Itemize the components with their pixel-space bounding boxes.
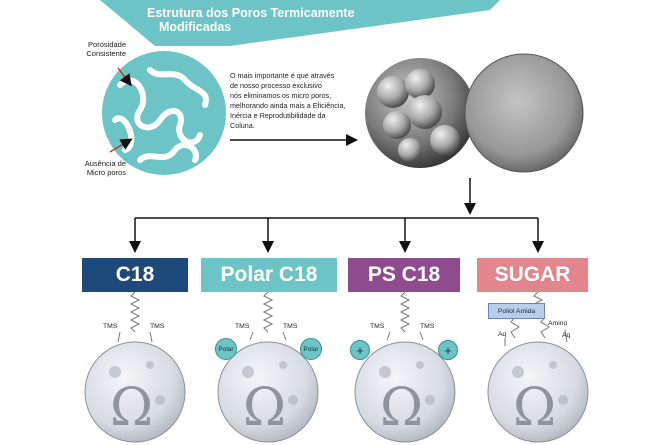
poliol-amida-box: Poliol Amida: [488, 303, 545, 319]
sem-surface-image: [464, 53, 584, 173]
omega-icon: Ω: [380, 378, 424, 438]
tag-tms: TMS: [283, 323, 298, 330]
label-ps-c18: PS C18: [348, 258, 460, 292]
description-line: Coluna.: [230, 121, 255, 130]
tag-tms: TMS: [103, 323, 118, 330]
label-polar-c18: Polar C18: [201, 258, 337, 292]
title-banner: [100, 0, 500, 46]
tag-amino: Amino: [548, 320, 568, 327]
pore-structure-illustration: [102, 51, 226, 175]
pore-label-top-line-2: Consistente: [86, 49, 126, 58]
description-line: melhorando ainda mais a Eficiência,: [230, 101, 346, 110]
polar-badge: Polar: [215, 338, 237, 360]
tag-tms: TMS: [370, 323, 385, 330]
omega-icon: Ω: [513, 378, 557, 438]
description-line: nós eliminamos os micro poros,: [230, 91, 332, 100]
description-text: O mais importante é que através de nosso…: [230, 71, 365, 131]
tag-aq: Aq: [562, 332, 571, 339]
banner-title-line-1: Estrutura dos Poros Termicamente: [147, 6, 355, 20]
particle-moons: [84, 341, 589, 443]
label-sugar: SUGAR: [477, 258, 588, 292]
pore-label-bottom: Ausência de Micro poros: [60, 159, 126, 177]
pore-label-bottom-line-1: Ausência de: [84, 159, 126, 168]
tag-tms: TMS: [150, 323, 165, 330]
tag-aq: Aq: [498, 331, 507, 338]
sem-beads-image: [365, 58, 475, 168]
label-c18: C18: [82, 258, 188, 292]
tag-tms: TMS: [420, 323, 435, 330]
pore-label-top: Porosidade Consistente: [70, 40, 126, 58]
banner-title-line-2: Modificadas: [159, 20, 232, 34]
banner-title: Estrutura dos Poros Termicamente Modific…: [147, 6, 354, 34]
description-line: de nosso processo exclusivo: [230, 81, 322, 90]
polar-badge: Polar: [300, 338, 322, 360]
pore-label-top-line-1: Porosidade: [88, 40, 126, 49]
distribution-connector: [129, 217, 544, 253]
pore-label-bottom-line-2: Micro poros: [86, 168, 126, 177]
plus-charge-icon: +: [350, 340, 370, 360]
omega-icon: Ω: [243, 378, 287, 438]
description-line: Inércia e Reprodutibilidade da: [230, 111, 326, 120]
description-line: O mais importante é que através: [230, 71, 335, 80]
plus-charge-icon: +: [438, 340, 458, 360]
tag-tms: TMS: [235, 323, 250, 330]
omega-icon: Ω: [110, 378, 154, 438]
